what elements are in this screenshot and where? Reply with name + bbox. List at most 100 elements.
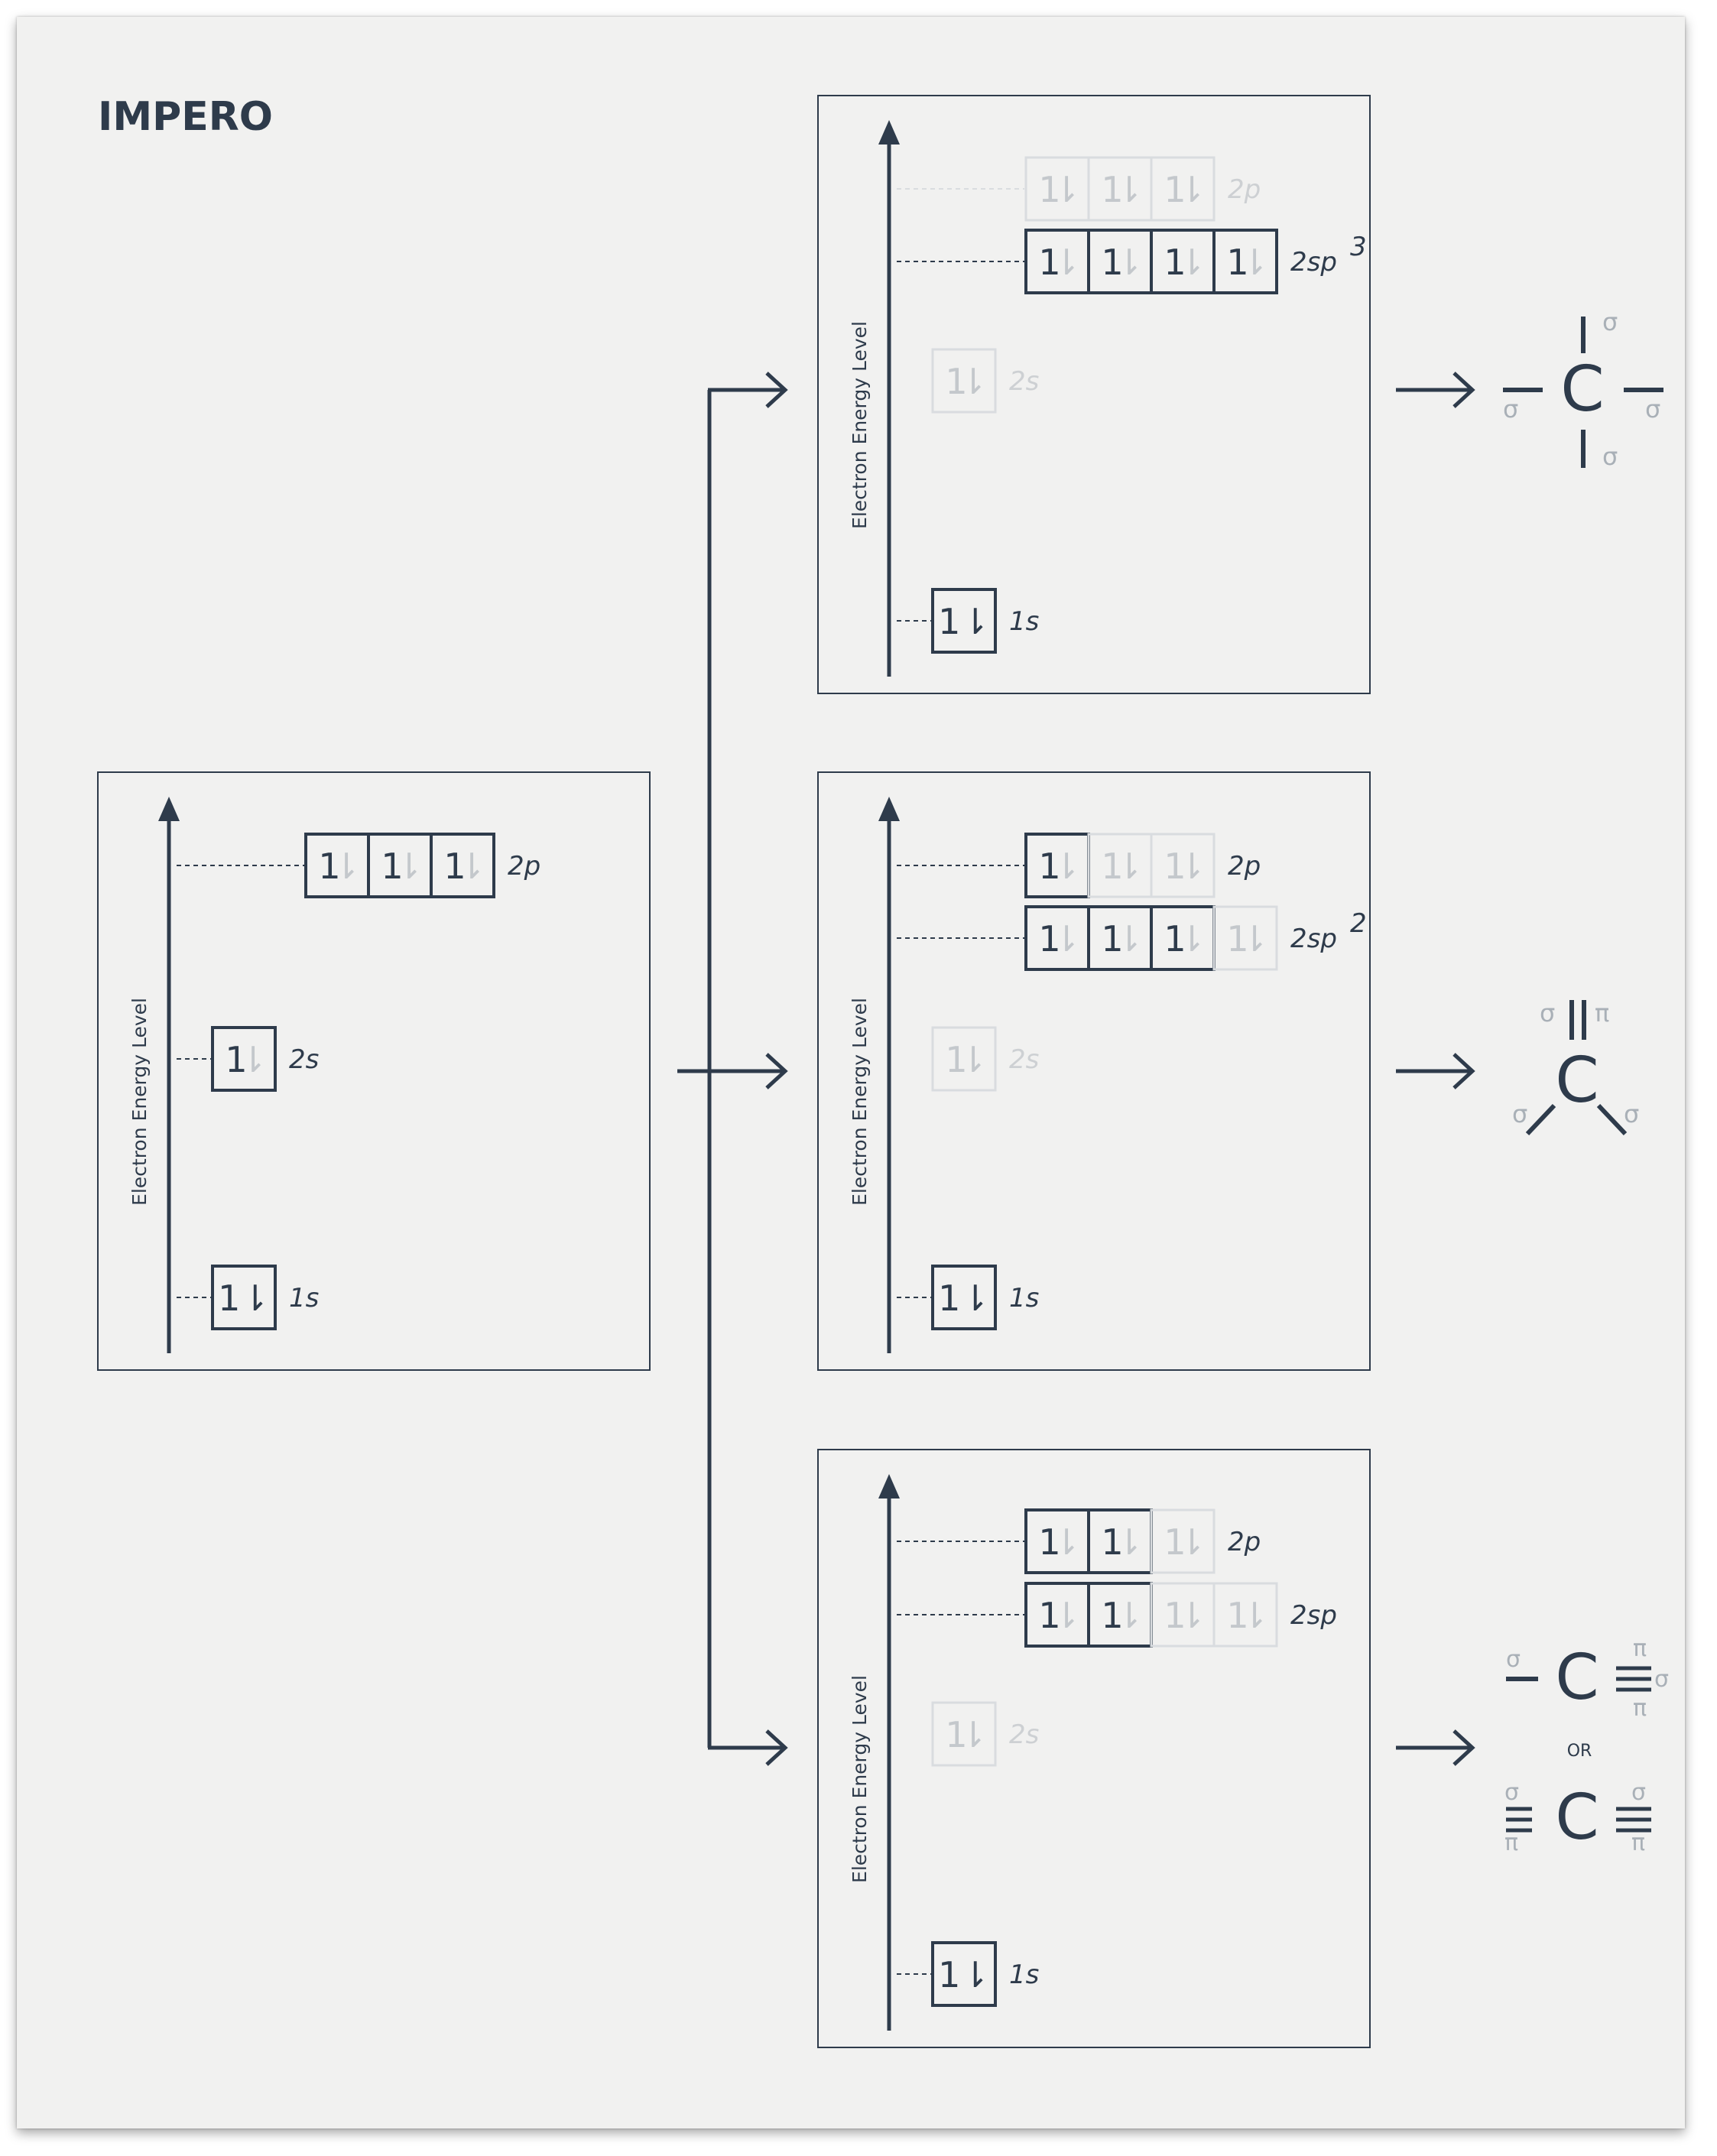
pi-label: π [1504, 1830, 1518, 1856]
electron-up-arrow: 1 [1101, 242, 1123, 283]
empty-down-slot: ⇂ [959, 361, 988, 402]
orbital-box: 1⇂ [211, 1026, 277, 1092]
energy-axis-arrowhead [158, 797, 180, 821]
panel-frame [817, 95, 1371, 694]
empty-down-slot: ⇂ [394, 846, 424, 887]
electron-up-arrow: 1 [1226, 242, 1248, 283]
orbital-box: 1⇂ [367, 833, 433, 898]
level-label-superscript: 2 [1350, 908, 1367, 939]
panel-sp2: Electron Energy Level1⇂1⇂1⇂2p1⇂1⇂1⇂1⇂2sp… [817, 771, 1371, 1371]
level-label: 2s [1009, 1044, 1039, 1075]
electron-up-arrow: 1 [381, 846, 403, 887]
empty-down-slot: ⇂ [1115, 1595, 1144, 1636]
level-s2: 1⇂ 2s [177, 1026, 319, 1092]
level-p2: 1⇂1⇂1⇂2p [897, 156, 1261, 222]
level-s1: 1⇂1s [897, 1941, 1039, 2007]
orbital-box: 1⇂ [1087, 1582, 1153, 1648]
orbital-box: 1⇂ [931, 588, 997, 654]
electron-pair-arrows: 1⇂ [938, 601, 990, 642]
electron-up-arrow: 1 [1101, 1595, 1123, 1636]
arrow-head-sp2 [765, 1053, 788, 1089]
level-label: 2sp [1290, 924, 1337, 954]
orbital-box: 1⇂ [1150, 1508, 1216, 1574]
arrow-head-sp [765, 1729, 788, 1766]
electron-up-arrow: 1 [1226, 918, 1248, 959]
axis-label: Electron Energy Level [128, 998, 151, 1206]
electron-up-arrow: 1 [1164, 1521, 1186, 1563]
pi-label: π [1633, 1635, 1647, 1662]
electron-up-arrow: 1 [1038, 918, 1060, 959]
orbital-box: 1⇂ [1024, 229, 1090, 294]
level-label: 2s [289, 1044, 319, 1075]
electron-up-arrow: 1 [945, 1039, 967, 1080]
level-label-superscript: 3 [1350, 232, 1367, 262]
panel-sp3: Electron Energy Level1⇂1⇂1⇂2p1⇂1⇂1⇂1⇂2sp… [817, 95, 1371, 694]
orbital-box: 1⇂ [1150, 833, 1216, 898]
empty-down-slot: ⇂ [1240, 1595, 1270, 1636]
electron-up-arrow: 1 [318, 846, 340, 887]
orbital-box: 1⇂ [1024, 1508, 1090, 1574]
orbital-box: 1⇂ [1024, 156, 1090, 222]
sigma-label: σ [1631, 1779, 1646, 1806]
level-label: 2sp [1290, 1600, 1337, 1631]
orbital-box: 1⇂ [1150, 156, 1216, 222]
orbital-box: 1⇂ [1024, 905, 1090, 971]
orbital-box: 1⇂ [1212, 1582, 1278, 1648]
level-label: 2s [1009, 366, 1039, 397]
electron-up-arrow: 1 [1038, 846, 1060, 887]
orbital-box: 1⇂ [931, 348, 997, 414]
electron-up-arrow: 1 [1164, 846, 1186, 887]
sigma-bond-lower-right [1596, 1103, 1628, 1136]
empty-down-slot: ⇂ [457, 846, 487, 887]
structure-sp2: C σ π σ σ [1512, 998, 1639, 1136]
empty-down-slot: ⇂ [1240, 242, 1270, 283]
level-label: 1s [1009, 606, 1039, 637]
electron-up-arrow: 1 [1164, 1595, 1186, 1636]
level-label: 2sp [1290, 247, 1337, 278]
electron-pair-arrows: 1⇂ [218, 1278, 270, 1319]
level-p2: 1⇂1⇂1⇂2p [177, 833, 540, 898]
electron-up-arrow: 1 [225, 1039, 247, 1080]
sigma-bond-lower-left [1525, 1103, 1556, 1136]
level-s1: 1⇂1s [897, 1265, 1039, 1330]
arrow-head-sp3 [765, 372, 788, 408]
empty-down-slot: ⇂ [1052, 169, 1082, 210]
electron-up-arrow: 1 [1101, 846, 1123, 887]
orbital-panels: Electron Energy Level1⇂1⇂1⇂2p1⇂2s1⇂1sEle… [97, 95, 1371, 2048]
electron-up-arrow: 1 [1038, 1521, 1060, 1563]
orbital-box: 1⇂ [1024, 1582, 1090, 1648]
axis-label: Electron Energy Level [849, 998, 871, 1206]
sigma-label: σ [1504, 1779, 1519, 1806]
structure-sp-option-1: C σ π σ π [1506, 1635, 1669, 1722]
or-label: OR [1567, 1742, 1592, 1761]
level-label: 1s [289, 1283, 319, 1313]
empty-down-slot: ⇂ [1115, 846, 1144, 887]
level-label: 2p [1228, 174, 1261, 205]
electron-up-arrow: 1 [1101, 918, 1123, 959]
level-s2: 1⇂2s [931, 1701, 1039, 1767]
orbital-box: 1⇂ [1212, 229, 1278, 294]
structure-sp-option-2: C σ π σ π [1504, 1779, 1651, 1856]
orbital-box: 1⇂ [1150, 229, 1216, 294]
sigma-label: σ [1602, 307, 1618, 336]
orbital-box: 1⇂ [1212, 905, 1278, 971]
energy-axis-arrowhead [878, 797, 900, 821]
orbital-box: 1⇂ [1024, 833, 1090, 898]
level-label: 1s [1009, 1960, 1039, 1990]
sigma-label: σ [1540, 998, 1555, 1028]
level-p2: 1⇂1⇂1⇂2p [897, 1508, 1261, 1574]
electron-up-arrow: 1 [1226, 1595, 1248, 1636]
pi-label: π [1631, 1830, 1645, 1856]
level-label: 2p [508, 851, 540, 882]
orbital-box: 1⇂ [1087, 1508, 1153, 1574]
brand-logo: IMPERO [98, 94, 273, 140]
orbital-box: 1⇂ [1087, 905, 1153, 971]
orbital-box: 1⇂ [304, 833, 370, 898]
empty-down-slot: ⇂ [1115, 1521, 1144, 1563]
electron-up-arrow: 1 [1038, 242, 1060, 283]
electron-up-arrow: 1 [1164, 242, 1186, 283]
pi-label: π [1595, 998, 1609, 1028]
orbital-box: 1⇂ [1087, 833, 1153, 898]
level-s1: 1⇂ 1s [897, 588, 1039, 654]
